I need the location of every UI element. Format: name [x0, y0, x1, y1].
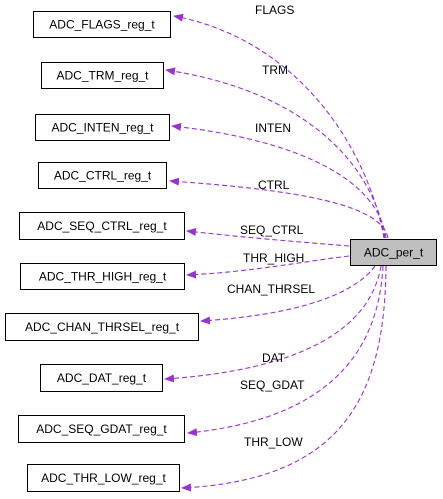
- node-inten-box: [35, 114, 170, 141]
- node-inten[interactable]: ADC_INTEN_reg_t: [35, 114, 170, 141]
- nodes-layer: ADC_FLAGS_reg_tADC_TRM_reg_tADC_INTEN_re…: [5, 11, 437, 492]
- node-adc-per-t[interactable]: ADC_per_t: [350, 239, 437, 266]
- node-chan-thrsel-label: ADC_CHAN_THRSEL_reg_t: [25, 320, 180, 334]
- edge-label-flags: FLAGS: [255, 3, 294, 17]
- edge-thr_low: [181, 265, 387, 492]
- node-chan-thrsel[interactable]: ADC_CHAN_THRSEL_reg_t: [5, 313, 199, 341]
- node-seq-gdat-box: [18, 415, 185, 443]
- node-thr-high-box: [20, 263, 185, 290]
- edge-label-dat: DAT: [262, 351, 286, 365]
- node-trm-label: ADC_TRM_reg_t: [56, 69, 149, 83]
- node-trm-box: [41, 62, 164, 89]
- node-trm[interactable]: ADC_TRM_reg_t: [41, 62, 164, 89]
- node-chan-thrsel-box: [5, 313, 199, 341]
- edge-ctrl: [169, 177, 389, 239]
- edge-label-ctrl: CTRL: [258, 178, 290, 192]
- node-ctrl-box: [38, 162, 167, 189]
- edge-label-thr_high: THR_HIGH: [243, 251, 304, 265]
- node-ctrl[interactable]: ADC_CTRL_reg_t: [38, 162, 167, 189]
- edge-label-trm: TRM: [262, 63, 288, 77]
- node-dat[interactable]: ADC_DAT_reg_t: [40, 364, 163, 392]
- node-thr-high[interactable]: ADC_THR_HIGH_reg_t: [20, 263, 185, 290]
- node-seq-ctrl-label: ADC_SEQ_CTRL_reg_t: [37, 219, 167, 233]
- edge-dat: [164, 265, 382, 383]
- edges-layer: FLAGS TRM INTEN CTRL SEQ_CTRL THR_HIGH CHAN_TH…: [164, 3, 389, 492]
- edge-thr_high: [186, 255, 350, 279]
- edge-label-thr_low: THR_LOW: [244, 435, 303, 449]
- node-flags-label: ADC_FLAGS_reg_t: [49, 18, 155, 32]
- node-seq-ctrl-box: [19, 212, 185, 240]
- edge-label-inten: INTEN: [255, 121, 291, 135]
- node-thr-low-label: ADC_THR_LOW_reg_t: [41, 471, 166, 485]
- node-seq-ctrl[interactable]: ADC_SEQ_CTRL_reg_t: [19, 212, 185, 240]
- node-dat-box: [40, 364, 163, 392]
- edge-label-seq_ctrl: SEQ_CTRL: [240, 223, 304, 237]
- node-thr-low-box: [27, 464, 180, 492]
- node-adc-per-t-label: ADC_per_t: [364, 246, 424, 260]
- node-seq-gdat[interactable]: ADC_SEQ_GDAT_reg_t: [18, 415, 185, 443]
- edge-inten: [171, 123, 387, 239]
- node-dat-label: ADC_DAT_reg_t: [57, 371, 147, 385]
- node-flags[interactable]: ADC_FLAGS_reg_t: [33, 11, 171, 38]
- edge-label-seq_gdat: SEQ_GDAT: [240, 378, 305, 392]
- edge-seq_gdat: [187, 265, 384, 437]
- node-thr-low[interactable]: ADC_THR_LOW_reg_t: [27, 464, 180, 492]
- edge-label-chan_thrsel: CHAN_THRSEL: [227, 282, 315, 296]
- node-flags-box: [33, 11, 171, 38]
- edge-flags: [173, 13, 385, 239]
- edge-seq_ctrl: [186, 228, 350, 247]
- node-ctrl-label: ADC_CTRL_reg_t: [54, 169, 152, 183]
- edge-trm: [165, 67, 386, 239]
- node-inten-label: ADC_INTEN_reg_t: [51, 121, 154, 135]
- node-seq-gdat-label: ADC_SEQ_GDAT_reg_t: [36, 422, 167, 436]
- node-thr-high-label: ADC_THR_HIGH_reg_t: [39, 270, 167, 284]
- node-adc-per-t-box: [350, 239, 437, 266]
